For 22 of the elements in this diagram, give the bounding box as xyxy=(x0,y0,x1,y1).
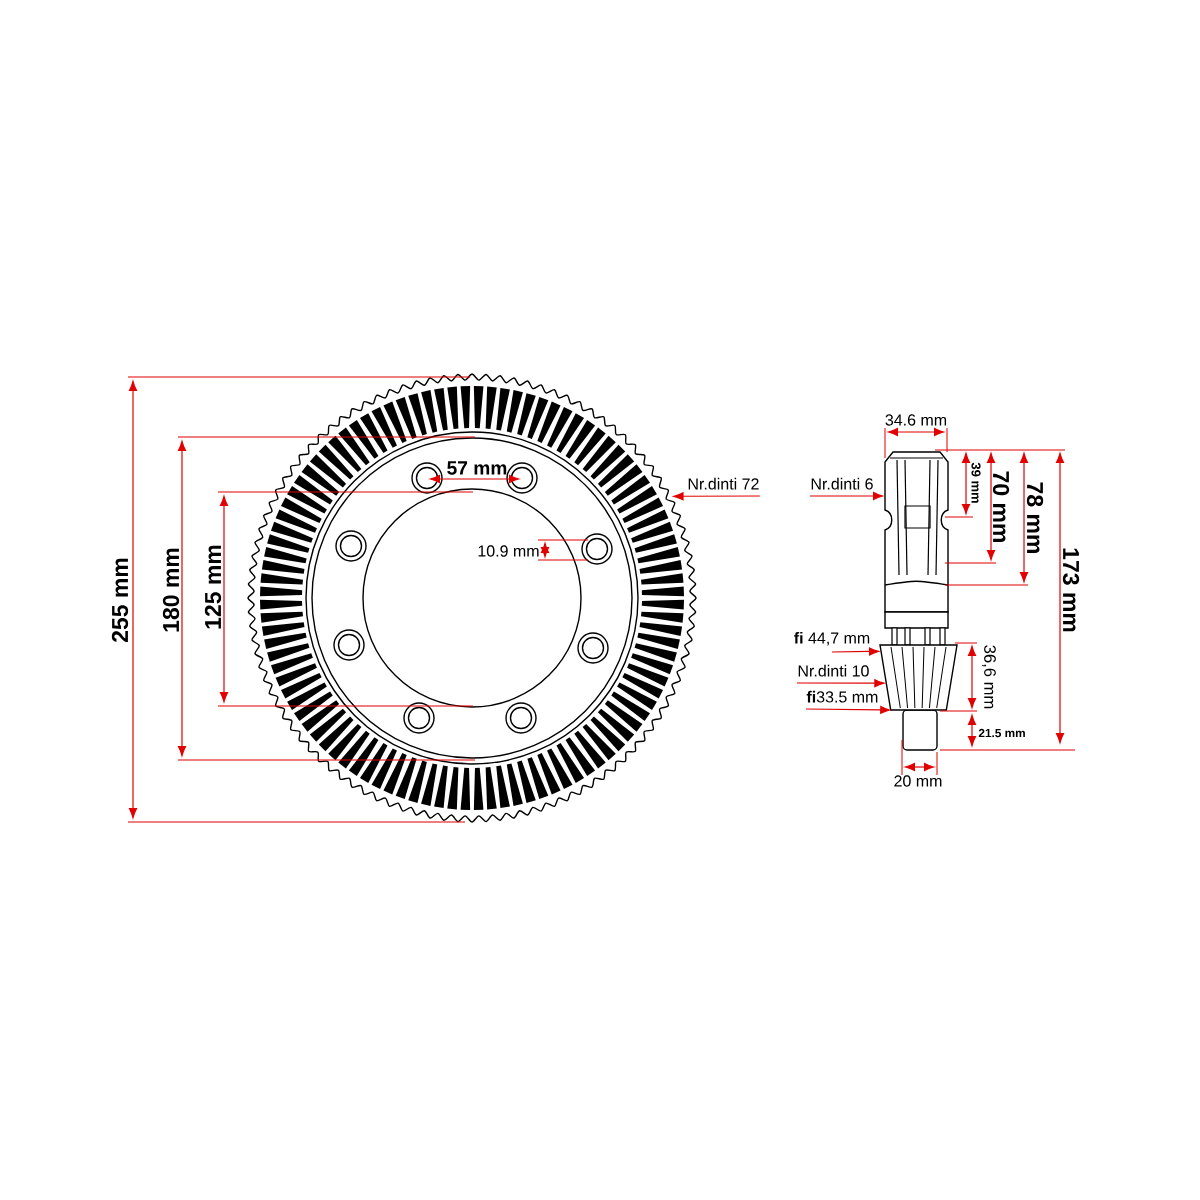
splined-shaft-drawing xyxy=(884,451,949,629)
dimension-label: 20 mm xyxy=(894,775,942,787)
part-label: Nr.dinti 72 xyxy=(688,477,759,490)
dimension-label: 255 mm xyxy=(111,558,129,643)
leader-line xyxy=(673,492,761,501)
part-label: Nr.dinti 6 xyxy=(811,477,873,490)
dimension-label: 36,6 mm xyxy=(982,645,996,709)
dimension-label: 125 mm xyxy=(204,545,222,629)
leader-line xyxy=(831,647,880,656)
pinion-gear-drawing xyxy=(879,627,958,751)
leader-line xyxy=(805,705,891,714)
leader-line xyxy=(796,679,885,688)
part-label: fi33.5 mm xyxy=(806,690,878,703)
part-label: fi 44,7 mm xyxy=(794,631,870,646)
dimension-label: 57 mm xyxy=(447,461,507,475)
dimension-label: 78 mm xyxy=(1026,482,1044,553)
dimension-label: 173 mm xyxy=(1062,548,1080,632)
dimension-label: 39 mm xyxy=(971,462,981,503)
leader-line xyxy=(809,491,884,501)
part-label: Nr.dinti 10 xyxy=(798,664,869,677)
dimension-label: 10.9 mm xyxy=(478,545,539,557)
dimension-label: 70 mm xyxy=(992,471,1010,542)
